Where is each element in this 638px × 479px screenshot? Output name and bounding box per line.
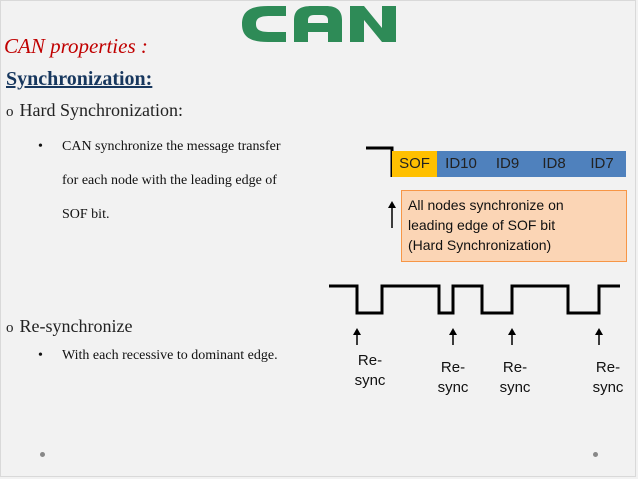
arrow-head bbox=[388, 201, 396, 208]
resync-label-line: Re- bbox=[357, 352, 383, 369]
corner-dot-right bbox=[593, 452, 598, 457]
resync-label-1: Re- sync bbox=[340, 351, 400, 391]
note-line: leading edge of SOF bit bbox=[408, 217, 556, 233]
bullet-resync: o Re-synchronize bbox=[6, 316, 132, 337]
sub-line: SOF bit. bbox=[62, 207, 110, 222]
field-id9: ID9 bbox=[495, 155, 520, 172]
resync-label-2: Re- sync bbox=[423, 358, 483, 398]
field-id8: ID8 bbox=[542, 155, 566, 172]
resync-label-line: sync bbox=[592, 379, 624, 396]
resync-label-3: Re- sync bbox=[485, 358, 545, 398]
bullet-text: Hard Synchronization: bbox=[19, 100, 183, 120]
bullet-marker: o bbox=[6, 104, 14, 120]
slide-title: CAN properties : bbox=[4, 34, 148, 58]
sub-line: With each recessive to dominant edge. bbox=[62, 348, 278, 363]
resync-label-line: Re- bbox=[440, 359, 466, 376]
bullet-hard-sync: o Hard Synchronization: bbox=[6, 100, 183, 121]
resync-label-line: sync bbox=[437, 379, 469, 396]
can-frame-fields: SOF ID10 ID9 ID8 ID7 bbox=[392, 151, 626, 177]
resync-waveform bbox=[329, 284, 620, 315]
resync-label-line: sync bbox=[499, 379, 531, 396]
sub-bullet-marker: • bbox=[38, 348, 43, 363]
resync-label-4: Re- sync bbox=[578, 358, 638, 398]
field-id10: ID10 bbox=[445, 155, 477, 172]
bullet-marker: o bbox=[6, 320, 14, 336]
hard-sync-note: All nodes synchronize on leading edge of… bbox=[401, 190, 627, 262]
arrow-head bbox=[595, 328, 603, 335]
bullet-text: Re-synchronize bbox=[19, 316, 133, 336]
resync-label-line: sync bbox=[354, 372, 386, 389]
arrow-head bbox=[449, 328, 457, 335]
sub-line: for each node with the leading edge of bbox=[62, 173, 277, 188]
section-subtitle: Synchronization: bbox=[6, 68, 153, 90]
sub-line: CAN synchronize the message transfer bbox=[62, 139, 281, 154]
resync-label-line: Re- bbox=[502, 359, 528, 376]
field-id7: ID7 bbox=[590, 155, 614, 172]
arrow-head bbox=[353, 328, 361, 335]
note-line: (Hard Synchronization) bbox=[408, 237, 552, 253]
sub-bullet-resync: • With each recessive to dominant edge. bbox=[38, 343, 278, 369]
corner-dot-left bbox=[40, 452, 45, 457]
field-sof: SOF bbox=[392, 151, 437, 177]
can-logo bbox=[242, 6, 396, 42]
hard-sync-waveform bbox=[366, 146, 394, 177]
resync-label-line: Re- bbox=[595, 359, 621, 376]
sub-bullet-marker: • bbox=[38, 139, 43, 154]
sub-bullet-hard-sync: • CAN synchronize the message transfer f… bbox=[38, 134, 281, 228]
arrow-head bbox=[508, 328, 516, 335]
note-line: All nodes synchronize on bbox=[408, 197, 564, 213]
